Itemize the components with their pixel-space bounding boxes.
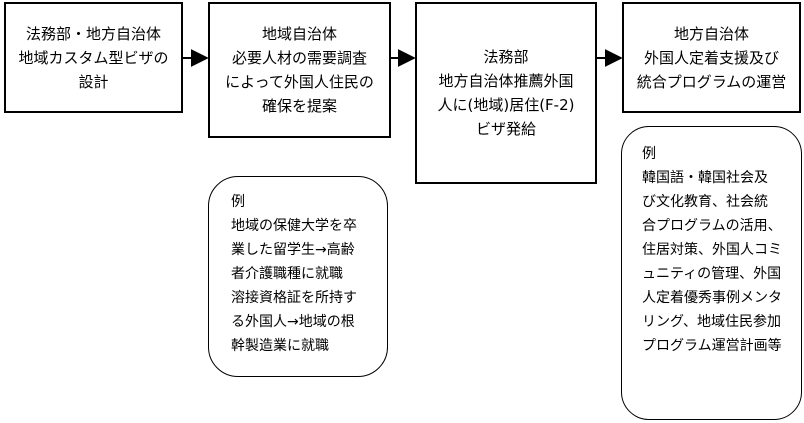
note-line: 業した留学生→高齢 [231,242,355,258]
note-line: 住居対策、外国人コミ [642,242,782,258]
box-line: 法務部 [483,48,529,66]
note-line: 例 [642,146,656,162]
note-line: 合プログラムの活用、 [642,218,782,234]
note-example-right: 例 韓国語・韓国社会及 び文化教育、社会統 合プログラムの活用、 住居対策、外国… [621,126,802,420]
box-line: 外国人定着支援及び [643,48,779,67]
box-line: 法務部・地方自治体 [25,24,161,43]
box-line: 地方自治体推薦外国 [438,72,574,90]
box-residency-proposal: 地域自治体 必要人材の需要調査 によって外国人住民の 確保を提案 [208,2,391,138]
box-settlement-program: 地方自治体 外国人定着支援及び 統合プログラムの運営 [622,2,801,113]
note-example-left: 例 地域の保健大学を卒 業した留学生→高齢 者介護職種に就職 溶接資格証を所持す… [208,176,388,377]
note-line: ュニティの管理、外国 [642,266,782,282]
box-visa-design: 法務部・地方自治体 地域カスタム型ビザの 設計 [4,2,183,113]
box-line: 確保を提案 [261,97,337,115]
box-line: 必要人材の需要調査 [231,49,367,67]
box-line: 地方自治体 [673,24,749,43]
note-line: 例 [231,194,245,210]
box-line: 統合プログラムの運営 [636,72,787,91]
box-line: ビザ発給 [475,120,536,138]
note-line: 幹製造業に就職 [231,338,329,354]
note-line: 地域の保健大学を卒 [231,218,357,234]
box-line: によって外国人住民の [225,73,374,91]
note-line: 人定着優秀事例メンタ [642,290,782,306]
box-line: 人に(地域)居住(F-2) [437,96,575,114]
box-line: 設計 [78,72,109,91]
box-line: 地域自治体 [261,25,337,43]
note-line: る外国人→地域の根 [231,314,355,330]
note-line: 溶接資格証を所持す [231,290,357,306]
box-visa-issuance: 法務部 地方自治体推薦外国 人に(地域)居住(F-2) ビザ発給 [415,2,597,184]
note-line: び文化教育、社会統 [642,194,768,210]
box-line: 地域カスタム型ビザの [18,48,169,67]
note-line: プログラム運営計画等 [642,338,782,354]
note-line: リング、地域住民参加 [642,314,782,330]
note-line: 者介護職種に就職 [231,266,343,282]
note-line: 韓国語・韓国社会及 [642,170,768,186]
